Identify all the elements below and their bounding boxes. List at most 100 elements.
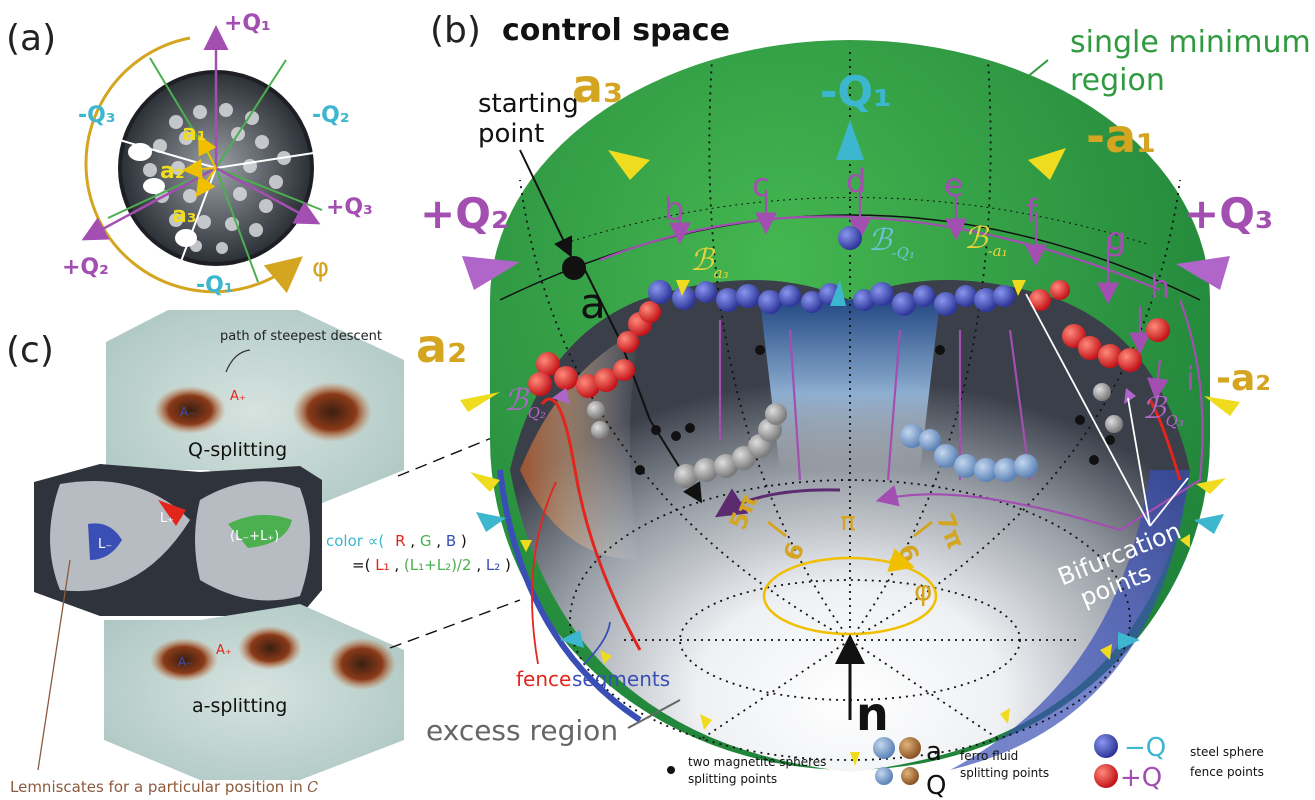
a-minus-label: A₋: [180, 405, 195, 419]
label-a2: a₂: [160, 159, 184, 184]
path-letter-h: h: [1150, 268, 1170, 306]
color-r: R: [395, 532, 405, 550]
a-arrows: [182, 134, 217, 198]
label-a1: a₁: [182, 121, 206, 146]
axis-cones: [460, 120, 1240, 650]
starting-pointer: [519, 149, 573, 258]
legend-black-dot: [667, 766, 675, 774]
grey-edge-balls: [587, 383, 1123, 439]
label-plus-q2: +Q₂: [62, 255, 109, 280]
latitude-dotted: [559, 197, 1151, 246]
label-a3: a₃: [572, 59, 623, 113]
b-minus-a1: ℬ-a₁: [964, 221, 1008, 260]
a-plus-label: A₊: [230, 389, 246, 404]
blob: [292, 382, 372, 442]
starting-line1: starting: [478, 89, 579, 119]
blob: [238, 626, 302, 670]
path-letter-g: g: [1106, 220, 1126, 258]
legend-brown-ball: [899, 737, 921, 759]
panel-label-b: (b): [430, 10, 481, 51]
lemniscate-lobe: [50, 480, 190, 592]
color-g: G: [420, 532, 432, 550]
panel-label-a: (a): [6, 18, 56, 59]
legend-magnetite-1: two magnetite spheres: [688, 755, 826, 769]
label-minus-a1: -a₁: [1086, 109, 1156, 163]
a-minus-label-2: A₋: [178, 655, 193, 669]
color-line2-prefix: =(: [352, 556, 370, 574]
blob: [154, 386, 226, 434]
q-splitting-label: Q-splitting: [188, 439, 287, 461]
black-dots: [635, 345, 1115, 475]
label-plus-q1: +Q₁: [224, 11, 271, 36]
blue-segment-left: [497, 469, 642, 723]
l-sum-region: [228, 514, 292, 548]
single-min-pointer: [1025, 59, 1049, 79]
b-q3: ℬQ₃: [1142, 391, 1184, 430]
legend-magnetite-2: splitting points: [688, 772, 777, 786]
color-mid: (L₁+L₂)/2: [404, 556, 472, 574]
path-steepest-label: path of steepest descent: [220, 329, 382, 344]
starting-ball: [562, 256, 586, 280]
panel-b: (b) control space: [416, 10, 1311, 772]
lemniscates-caption: Lemniscates for a particular position in…: [10, 778, 319, 796]
excess-pointer: [627, 699, 681, 729]
path-letter-f: f: [1026, 192, 1038, 230]
label-plus-q2-b: +Q₂: [420, 189, 509, 238]
panel-c: (c) path of steepest descent A₊ A₋ Q-spl…: [6, 310, 511, 796]
red-fence-points: [528, 280, 1170, 398]
phi-label-b: φ: [914, 574, 932, 607]
l-minus-label: L₋: [98, 537, 112, 552]
fence-pointer: [531, 481, 557, 665]
path-letter-a: a: [580, 279, 606, 328]
red-fence-right: [1148, 399, 1182, 481]
excess-region-label: excess region: [426, 714, 618, 747]
blue-steel-points: [648, 226, 1015, 316]
panel-label-c: (c): [6, 330, 54, 371]
blob: [328, 638, 396, 690]
control-space-title: control space: [502, 13, 730, 48]
segments-pointer: [583, 621, 611, 665]
label-minus-q3: -Q₃: [78, 103, 115, 128]
l-sum-label: (L₋+L₊): [230, 529, 279, 544]
color-b: B: [446, 532, 456, 550]
legend-a: a: [926, 737, 942, 767]
rim-spikes: [520, 534, 1190, 766]
blob: [150, 638, 218, 682]
latitude-line: [499, 214, 1201, 301]
red-fence-left: [540, 397, 642, 651]
label-minus-a2: -a₂: [1216, 358, 1271, 399]
color-formula-line1: color ∝( R , G , B ): [326, 532, 467, 550]
b-minus-q1: ℬ-Q₁: [868, 223, 915, 262]
legend: two magnetite spheres splitting points a…: [667, 733, 1264, 800]
grey-chain: [674, 403, 787, 488]
l-plus-label: L₊: [160, 511, 174, 526]
label-plus-q3: +Q₃: [326, 195, 373, 220]
label-phi-a: φ: [312, 253, 329, 283]
path-letter-i: i: [1186, 360, 1195, 398]
b-a3: ℬa₃: [690, 243, 729, 282]
l-minus-region: [88, 523, 122, 560]
lemniscate-pointer: [37, 559, 71, 771]
legend-ferro-1: ferro fluid: [960, 749, 1018, 763]
label-plus-q3-b: +Q₃: [1184, 189, 1273, 238]
b-q2: ℬQ₂: [504, 383, 546, 422]
panel-a: (a): [6, 11, 373, 298]
legend-plus-q: +Q: [1120, 763, 1162, 793]
starting-line2: point: [478, 119, 544, 149]
legend-q: Q: [926, 771, 946, 800]
lightblue-chain: [900, 424, 1038, 482]
color-prefix: color ∝(: [326, 532, 384, 550]
single-min-line1: single minimum: [1070, 25, 1311, 60]
legend-lightblue-ball: [873, 737, 895, 759]
label-minus-q2: -Q₂: [312, 103, 349, 128]
legend-brown-small: [901, 767, 919, 785]
segments-label: segments: [572, 667, 670, 691]
bifurcation-set-labels: ℬa₃ ℬ-Q₁ ℬ-a₁ ℬQ₂ ℬQ₃: [504, 221, 1184, 430]
l-plus-region: [158, 500, 186, 526]
label-a3: a₃: [172, 203, 196, 228]
phi-ring-arrow: [887, 548, 915, 573]
path-letter-c: c: [752, 166, 770, 204]
pi-label: π: [840, 507, 856, 537]
legend-lightblue-small: [875, 767, 893, 785]
path-letter-b: b: [664, 190, 684, 228]
